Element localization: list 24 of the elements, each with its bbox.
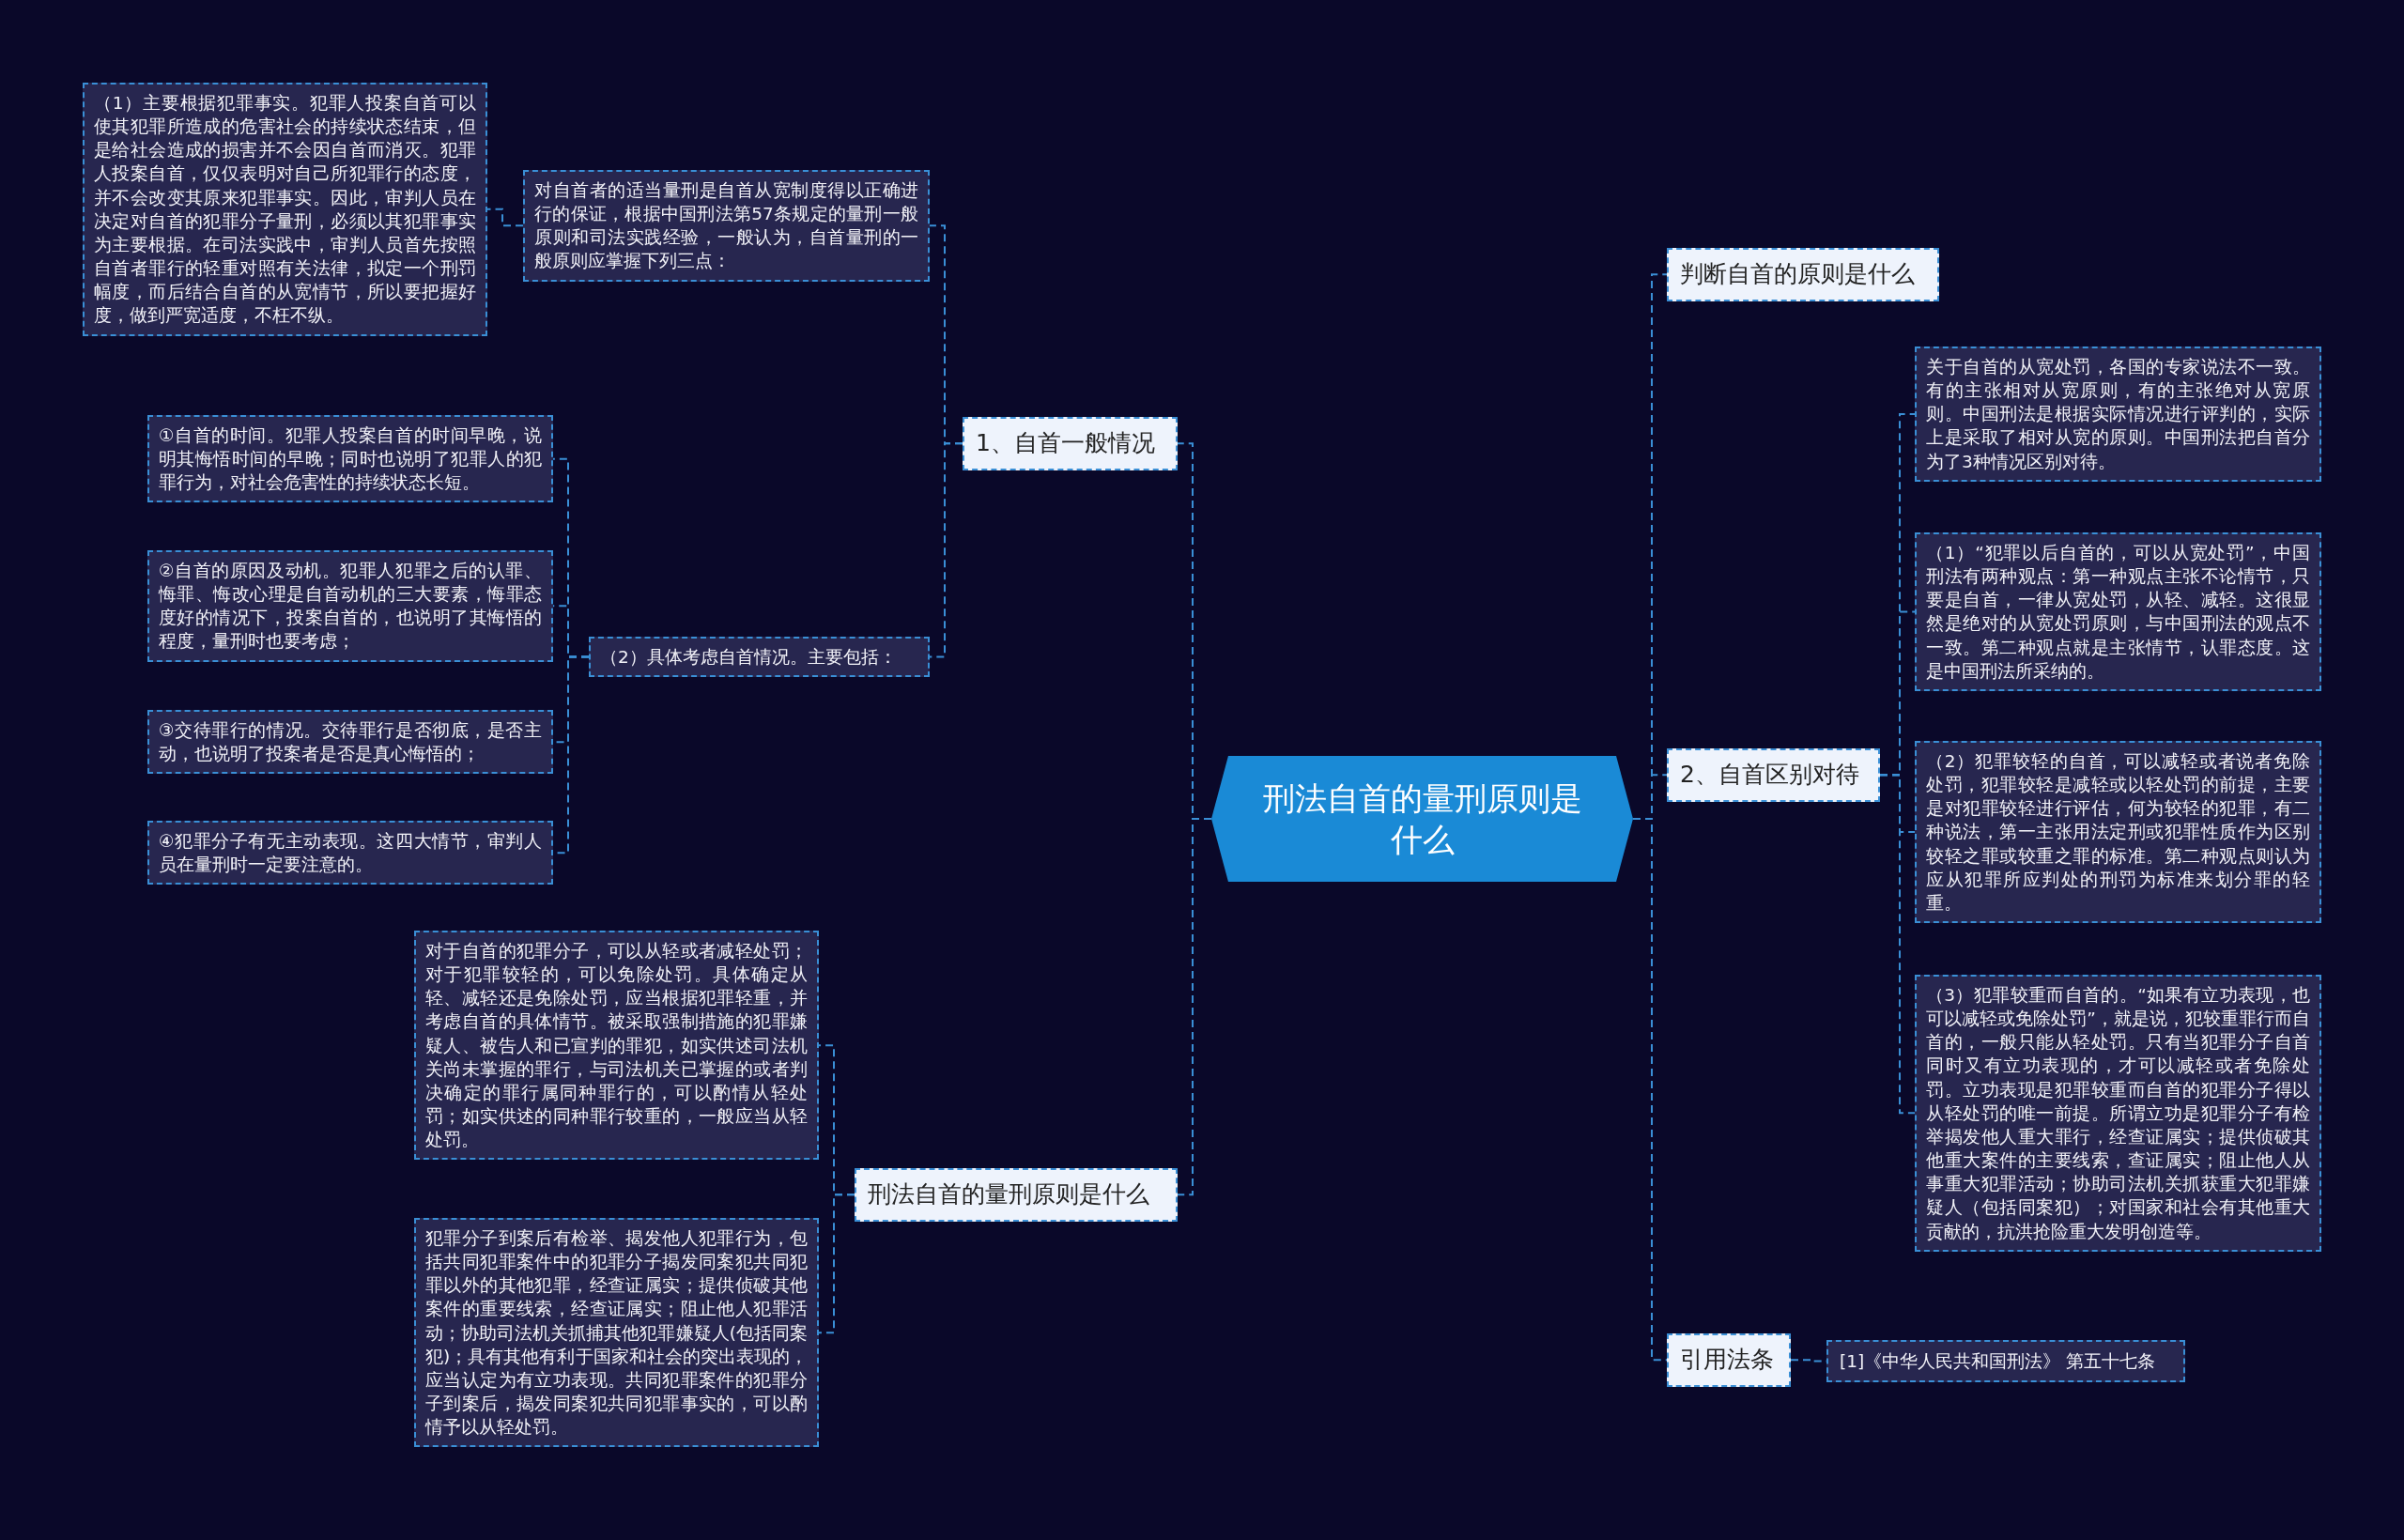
- text-card: （2）具体考虑自首情况。主要包括：: [589, 637, 930, 678]
- text-card: （1）主要根据犯罪事实。犯罪人投案自首可以使其犯罪所造成的危害社会的持续状态结束，但是给社会造成的损害并不会因自首而消灭。犯罪人投案自首，仅仅表明对自己所犯罪行的态度，并不会改变其原来犯罪事实。因此，审判人员在决定对自首的犯罪分子量刑，必须以其犯罪事实为主要根据。在司法实践中，审判人员首先按照自首者罪行的轻重对照有关法律，拟定一个刑罚幅度，而后结合自首的从宽情节，所以要把握好度，做到严宽适度，不枉不纵。: [83, 83, 487, 336]
- text-card: [1]《中华人民共和国刑法》 第五十七条: [1826, 1340, 2185, 1383]
- branch-topic: 判断自首的原则是什么: [1667, 248, 1939, 301]
- text-card: 对自首者的适当量刑是自首从宽制度得以正确进行的保证，根据中国刑法第57条规定的量刑一般原则和司法实践经验，一般认为，自首量刑的一般原则应掌握下列三点：: [523, 170, 930, 282]
- connector-line: [818, 1194, 855, 1334]
- central-topic: 刑法自首的量刑原则是什么: [1211, 756, 1633, 882]
- connector-line: [1879, 774, 1916, 1115]
- connector-line: [929, 442, 963, 658]
- text-card: 关于自首的从宽处罚，各国的专家说法不一致。有的主张相对从宽原则，有的主张绝对从宽原则。中国刑法是根据实际情况进行评判的，实际上是采取了相对从宽的原则。中国刑法把自首分为了3种情况区别对待。: [1915, 346, 2321, 482]
- connector-line: [486, 208, 524, 227]
- branch-topic: 2、自首区别对待: [1667, 748, 1880, 802]
- text-card: ③交待罪行的情况。交待罪行是否彻底，是否主动，也说明了投案者是否是真心悔悟的；: [147, 710, 553, 775]
- branch-topic: 引用法条: [1667, 1333, 1791, 1387]
- text-card: ②自首的原因及动机。犯罪人犯罪之后的认罪、悔罪、悔改心理是自首动机的三大要素，悔罪态度好的情况下，投案自首的，也说明了其悔悟的程度，量刑时也要考虑；: [147, 550, 553, 662]
- text-card: 对于自首的犯罪分子，可以从轻或者减轻处罚；对于犯罪较轻的，可以免除处罚。具体确定从轻、减轻还是免除处罚，应当根据犯罪轻重，并考虑自首的具体情节。被采取强制措施的犯罪嫌疑人、被告人和已宣判的罪犯，如实供述司法机关尚未掌握的罪行，与司法机关已掌握的或者判决确定的罪行属同种罪行的，可以酌情从轻处罚；如实供述的同种罪行较重的，一般应当从轻处罚。: [414, 931, 819, 1161]
- text-card: （2）犯罪较轻的自首，可以减轻或者说者免除处罚，犯罪较轻是减轻或以轻处罚的前提，主要是对犯罪较轻进行评估，何为较轻的犯罪，有二种说法，第一主张用法定刑或犯罪性质作为区别较轻之罪或较重之罪的标准。第二种观点则认为应从犯罪所应判处的刑罚为标准来划分罪的轻重。: [1915, 741, 2321, 924]
- branch-topic: 刑法自首的量刑原则是什么: [855, 1168, 1178, 1222]
- text-card: ④犯罪分子有无主动表现。这四大情节，审判人员在量刑时一定要注意的。: [147, 821, 553, 886]
- text-card: （1）“犯罪以后自首的，可以从宽处罚”，中国刑法有两种观点：第一种观点主张不论情节，只要是自首，一律从宽处罚，从轻、减轻。这很显然是绝对的从宽处罚原则，与中国刑法的观点不一致。第二种观点就是主张情节，认罪态度。这是中国刑法所采纳的。: [1915, 532, 2321, 691]
- text-card: ①自首的时间。犯罪人投案自首的时间早晚，说明其悔悟时间的早晚；同时也说明了犯罪人的犯罪行为，对社会危害性的持续状态长短。: [147, 415, 553, 503]
- text-card: 犯罪分子到案后有检举、揭发他人犯罪行为，包括共同犯罪案件中的犯罪分子揭发同案犯共同犯罪以外的其他犯罪，经查证属实；提供侦破其他案件的重要线索，经查证属实；阻止他人犯罪活动；协助司法机关抓捕其他犯罪嫌疑人(包括同案犯)；具有其他有利于国家和社会的突出表现的，应当认定为有立功表现。共同犯罪案件的犯罪分子到案后，揭发同案犯共同犯罪事实的，可以酌情予以从轻处罚。: [414, 1218, 819, 1448]
- text-card: （3）犯罪较重而自首的。“如果有立功表现，也可以减轻或免除处罚”，就是说，犯较重罪行而自首的，一般只能从轻处罚。只有当犯罪分子自首同时又有立功表现的，才可以减轻或者免除处罚。立功表现是犯罪较重而自首的犯罪分子得以从轻处罚的唯一前提。所谓立功是犯罪分子有检举揭发他人重大罪行，经查证属实；提供侦破其他重大案件的主要线索，查证属实；阻止他人从事重大犯罪活动；协助司法机关抓获重大犯罪嫌疑人（包括同案犯）；对国家和社会有其他重大贡献的，抗洪抢险重大发明创造等。: [1915, 975, 2321, 1252]
- branch-topic: 1、自首一般情况: [963, 417, 1178, 470]
